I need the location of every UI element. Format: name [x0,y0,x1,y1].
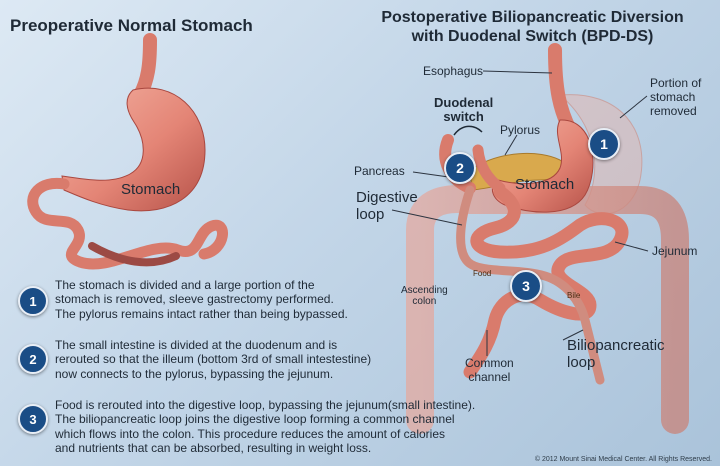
title-postoperative: Postoperative Biliopancreatic Diversion … [355,8,710,46]
label-bile: Bile [567,291,581,300]
label-biliopancreatic-loop-line1: Biliopancreatic [567,337,665,354]
label-duodenal-switch-line1: Duodenal [434,95,494,110]
label-duodenal-switch: Duodenal switch [434,96,493,124]
step-1-line: The pylorus remains intact rather than b… [55,306,348,321]
normal-stomach-illustration [27,33,228,270]
label-duodenal-switch-line2: switch [443,109,484,124]
label-portion-removed-line1: Portion of [650,76,702,90]
title-postoperative-line1: Postoperative Biliopancreatic Diversion [381,9,684,26]
right-esophagus [548,43,577,137]
step-2-text: The small intestine is divided at the du… [55,338,371,381]
badge-2: 2 [444,152,476,184]
step-2-line: The small intestine is divided at the du… [55,338,338,352]
badge-1: 1 [588,128,620,160]
step-3-line: and nutrients that can be absorbed, resu… [55,441,372,456]
label-ascending-colon-line1: Ascending [401,285,448,296]
step-3-line: Food is rerouted into the digestive loop… [55,398,476,412]
step-1-line: stomach is removed, sleeve gastrectomy p… [55,292,334,307]
label-digestive-loop-line1: Digestive [356,189,418,206]
label-biliopancreatic-loop-line2: loop [567,354,596,371]
label-portion-removed-line3: removed [650,104,697,118]
step-3-badge: 3 [18,404,48,434]
switch-arrow [453,125,483,136]
step-2-line: now connects to the pylorus, bypassing t… [55,366,334,381]
label-stomach-right: Stomach [515,176,575,193]
step-3-line: which flows into the colon. This procedu… [55,426,445,441]
left-small-intestine-dark [88,242,180,267]
left-small-intestine [27,177,228,270]
badge-3: 3 [510,270,542,302]
label-stomach-left: Stomach [121,181,181,198]
label-ascending-colon: Ascending colon [401,285,448,307]
copyright-notice: © 2012 Mount Sinai Medical Center. All R… [534,456,712,463]
label-portion-removed: Portion of stomach removed [650,76,701,118]
label-digestive-loop: Digestive loop [356,189,418,223]
step-1-text: The stomach is divided and a large porti… [55,278,348,321]
label-digestive-loop-line2: loop [356,206,385,223]
title-postoperative-line2: with Duodenal Switch (BPD-DS) [411,28,654,45]
biliopancreatic-limb [456,185,605,385]
step-2-badge: 2 [18,344,48,374]
label-pylorus: Pylorus [500,123,541,137]
step-2-line: rerouted so that the illeum (bottom 3rd … [55,352,372,367]
label-common-channel-line2: channel [468,370,511,384]
left-esophagus [133,33,157,102]
label-portion-removed-line2: stomach [650,90,696,104]
label-common-channel-line1: Common [465,356,514,370]
label-ascending-colon-line2: colon [412,296,437,307]
step-3-text: Food is rerouted into the digestive loop… [55,398,475,456]
label-common-channel: Common channel [465,356,514,384]
title-preoperative: Preoperative Normal Stomach [10,16,253,35]
label-food: Food [473,269,492,278]
step-3-line: The biliopancreatic loop joins the diges… [55,412,455,427]
label-esophagus: Esophagus [423,64,484,78]
sleeve-stomach [491,119,594,213]
label-biliopancreatic-loop: Biliopancreatic loop [567,337,665,371]
label-pancreas: Pancreas [354,164,405,178]
left-stomach-shape [61,87,206,212]
step-1-badge: 1 [18,286,48,316]
step-1-line: The stomach is divided and a large porti… [55,278,315,292]
label-jejunum: Jejunum [652,244,698,258]
